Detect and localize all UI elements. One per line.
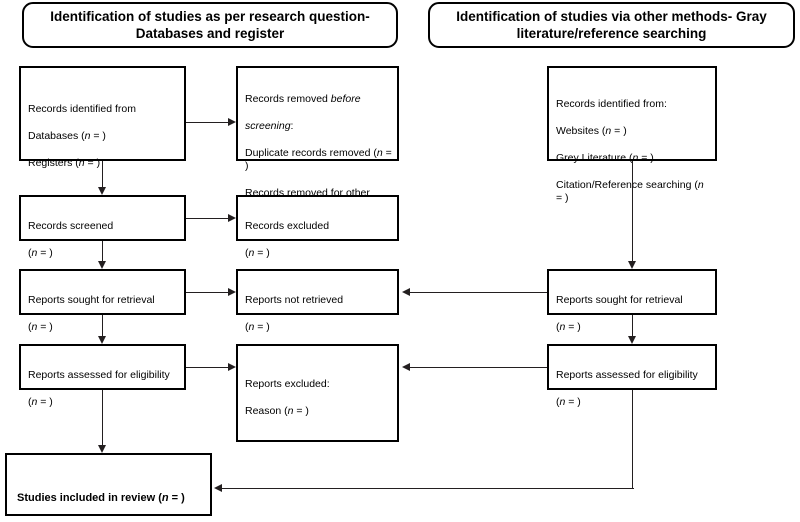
header-identification-databases: Identification of studies as per researc… bbox=[22, 2, 398, 48]
arrow-identified-to-screened bbox=[98, 187, 106, 195]
n-italic: n bbox=[559, 320, 566, 333]
screening-italic: screening bbox=[245, 119, 291, 132]
n-italic: n bbox=[287, 404, 294, 417]
before-italic: before bbox=[330, 92, 361, 105]
reports-sought-right-text: Reports sought for retrieval (n = ) bbox=[556, 293, 683, 333]
n-italic: n bbox=[84, 129, 91, 142]
header-right-label: Identification of studies via other meth… bbox=[456, 9, 767, 41]
connector-right-assessed-down bbox=[632, 390, 633, 488]
n-italic: n bbox=[697, 178, 704, 191]
arrow-screened-to-sought bbox=[98, 261, 106, 269]
n-italic: n bbox=[31, 320, 38, 333]
box-reports-assessed-right: Reports assessed for eligibility (n = ) bbox=[547, 344, 717, 408]
n-italic: n bbox=[248, 320, 255, 333]
records-excluded-text: Records excluded (n = ) bbox=[245, 219, 330, 259]
box-records-removed-before-screening: Records removed before screening: Duplic… bbox=[236, 66, 399, 226]
connector-right-sought-to-assessed bbox=[632, 315, 633, 336]
n-italic: n bbox=[31, 246, 38, 259]
arrow-right-identified-to-sought bbox=[628, 261, 636, 269]
box-reports-sought-left: Reports sought for retrieval (n = ) bbox=[19, 269, 186, 333]
reports-excluded-text: Reports excluded: Reason (n = ) bbox=[245, 377, 330, 417]
connector-right-identified-to-sought bbox=[632, 161, 633, 261]
connector-identified-to-removed bbox=[186, 122, 228, 123]
connector-screened-to-sought bbox=[102, 241, 103, 261]
records-identified-other-text: Records identified from: Websites (n = )… bbox=[556, 97, 704, 205]
reports-assessed-right-text: Reports assessed for eligibility (n = ) bbox=[556, 368, 698, 408]
box-reports-assessed-left: Reports assessed for eligibility (n = ) bbox=[19, 344, 186, 408]
connector-assessed-to-reports-excluded bbox=[186, 367, 228, 368]
arrow-right-assessed-to-reports-excluded bbox=[402, 363, 410, 371]
records-identified-text: Records identified from Databases (n = )… bbox=[28, 102, 136, 169]
reports-sought-left-text: Reports sought for retrieval (n = ) bbox=[28, 293, 155, 333]
n-italic: n bbox=[161, 492, 169, 504]
arrow-assessed-to-reports-excluded bbox=[228, 363, 236, 371]
studies-included-text: Studies included in review (n = ) Report… bbox=[17, 492, 185, 504]
connector-right-to-included bbox=[222, 488, 634, 489]
arrow-sought-to-assessed bbox=[98, 336, 106, 344]
arrow-sought-to-not-retrieved bbox=[228, 288, 236, 296]
n-italic: n bbox=[605, 124, 612, 137]
arrow-screened-to-excluded bbox=[228, 214, 236, 222]
arrow-right-sought-to-assessed bbox=[628, 336, 636, 344]
arrow-right-to-included bbox=[214, 484, 222, 492]
arrow-right-sought-to-not-retrieved bbox=[402, 288, 410, 296]
connector-right-sought-to-not-retrieved bbox=[410, 292, 547, 293]
box-studies-included: Studies included in review (n = ) Report… bbox=[5, 453, 212, 516]
reports-assessed-left-text: Reports assessed for eligibility (n = ) bbox=[28, 368, 170, 408]
connector-screened-to-excluded bbox=[186, 218, 228, 219]
connector-right-assessed-to-reports-excluded bbox=[410, 367, 547, 368]
arrow-assessed-to-included bbox=[98, 445, 106, 453]
box-records-identified-databases: Records identified from Databases (n = )… bbox=[19, 66, 186, 169]
n-italic: n bbox=[632, 151, 639, 164]
box-reports-not-retrieved: Reports not retrieved (n = ) bbox=[236, 269, 399, 333]
reports-not-retrieved-text: Reports not retrieved (n = ) bbox=[245, 293, 344, 333]
box-records-identified-other: Records identified from: Websites (n = )… bbox=[547, 66, 717, 204]
n-italic: n bbox=[248, 246, 255, 259]
box-records-screened: Records screened (n = ) bbox=[19, 195, 186, 259]
connector-sought-to-not-retrieved bbox=[186, 292, 228, 293]
connector-identified-to-screened bbox=[102, 161, 103, 187]
box-records-excluded: Records excluded (n = ) bbox=[236, 195, 399, 259]
n-italic: n bbox=[376, 146, 383, 159]
header-identification-other-methods: Identification of studies via other meth… bbox=[428, 2, 795, 48]
box-reports-sought-right: Reports sought for retrieval (n = ) bbox=[547, 269, 717, 333]
n-italic: n bbox=[31, 395, 38, 408]
connector-sought-to-assessed bbox=[102, 315, 103, 336]
connector-assessed-to-included bbox=[102, 390, 103, 445]
n-italic: n bbox=[78, 156, 85, 169]
arrow-identified-to-removed bbox=[228, 118, 236, 126]
header-left-label: Identification of studies as per researc… bbox=[50, 9, 370, 41]
records-screened-text: Records screened (n = ) bbox=[28, 219, 114, 259]
n-italic: n bbox=[559, 395, 566, 408]
box-reports-excluded: Reports excluded: Reason (n = ) bbox=[236, 344, 399, 442]
